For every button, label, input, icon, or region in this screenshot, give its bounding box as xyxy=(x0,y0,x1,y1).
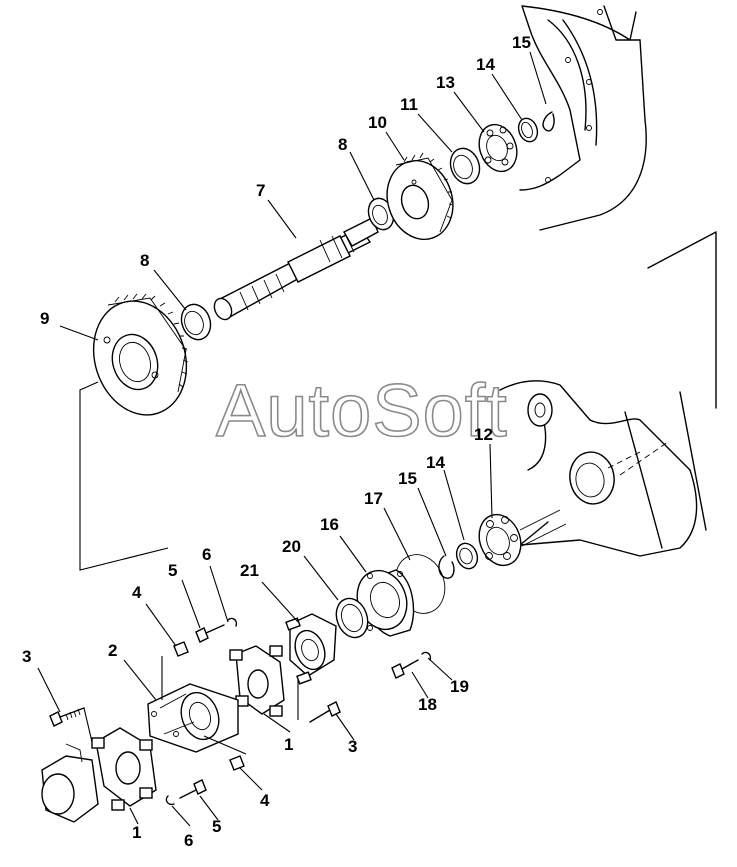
callout-6: 6 xyxy=(184,831,193,850)
callout-14: 14 xyxy=(476,55,495,74)
callout-4: 4 xyxy=(132,583,142,602)
leader-lines xyxy=(37,51,547,827)
spider-1-right xyxy=(229,645,285,717)
callout-5: 5 xyxy=(168,561,177,580)
shaft-7 xyxy=(213,217,379,321)
callout-20: 20 xyxy=(282,537,301,556)
collar-8-upper xyxy=(367,197,395,231)
upper-shaft-assembly xyxy=(92,111,555,416)
bolt-5-upper xyxy=(195,624,225,643)
bolt-5-lower xyxy=(179,779,207,799)
callout-8: 8 xyxy=(338,135,347,154)
spider-1-left xyxy=(91,727,157,811)
callout-3: 3 xyxy=(22,647,31,666)
callout-labels: 15 14 13 11 10 8 7 8 9 12 14 15 17 16 20… xyxy=(22,33,531,850)
cage-16 xyxy=(356,569,415,637)
cross-joint-2 xyxy=(147,683,239,753)
collar-8-lower xyxy=(180,303,212,341)
washer-6-lower xyxy=(165,795,175,806)
callout-15: 15 xyxy=(512,33,531,52)
callout-11: 11 xyxy=(400,95,418,114)
washer-19 xyxy=(421,651,432,661)
nut-4-upper xyxy=(173,641,189,657)
snap-ring-15-lower xyxy=(438,555,455,579)
ring-14-lower xyxy=(455,542,479,570)
callout-1: 1 xyxy=(284,735,293,754)
bolt-3-left xyxy=(49,707,85,727)
callout-9: 9 xyxy=(40,309,49,328)
washer-6-upper xyxy=(227,617,238,627)
coupling-flange-21 xyxy=(285,613,337,685)
gear-9 xyxy=(92,293,189,416)
callout-3: 3 xyxy=(348,737,357,756)
callout-15: 15 xyxy=(398,469,417,488)
upper-housing xyxy=(519,5,647,231)
callout-14: 14 xyxy=(426,453,445,472)
bolt-18 xyxy=(391,659,419,679)
bearing-12 xyxy=(478,509,567,567)
callout-19: 19 xyxy=(450,677,469,696)
callout-6: 6 xyxy=(202,545,211,564)
bearing-13 xyxy=(478,123,518,173)
gear-10 xyxy=(386,152,454,241)
callout-2: 2 xyxy=(108,641,117,660)
seal-20 xyxy=(335,597,369,639)
callout-16: 16 xyxy=(320,515,339,534)
callout-21: 21 xyxy=(240,561,259,580)
callout-4: 4 xyxy=(260,791,270,810)
lower-housing xyxy=(499,231,717,557)
callout-18: 18 xyxy=(418,695,437,714)
callout-12: 12 xyxy=(474,425,493,444)
lower-shaft-assembly xyxy=(41,509,567,823)
callout-1: 1 xyxy=(132,823,141,842)
watermark-text: AutoSoft xyxy=(216,369,508,452)
collar-11 xyxy=(449,147,481,185)
callout-5: 5 xyxy=(212,817,221,836)
callout-10: 10 xyxy=(368,113,387,132)
bolt-3-right xyxy=(309,701,341,723)
nut-4-lower xyxy=(229,755,245,771)
callout-7: 7 xyxy=(256,181,265,200)
phantom-lines xyxy=(79,381,299,755)
ring-14-upper xyxy=(517,117,539,143)
callout-8: 8 xyxy=(140,251,149,270)
callout-17: 17 xyxy=(364,489,383,508)
coupling-housing xyxy=(41,743,99,823)
snap-ring-15-upper xyxy=(542,111,555,132)
callout-13: 13 xyxy=(436,73,455,92)
